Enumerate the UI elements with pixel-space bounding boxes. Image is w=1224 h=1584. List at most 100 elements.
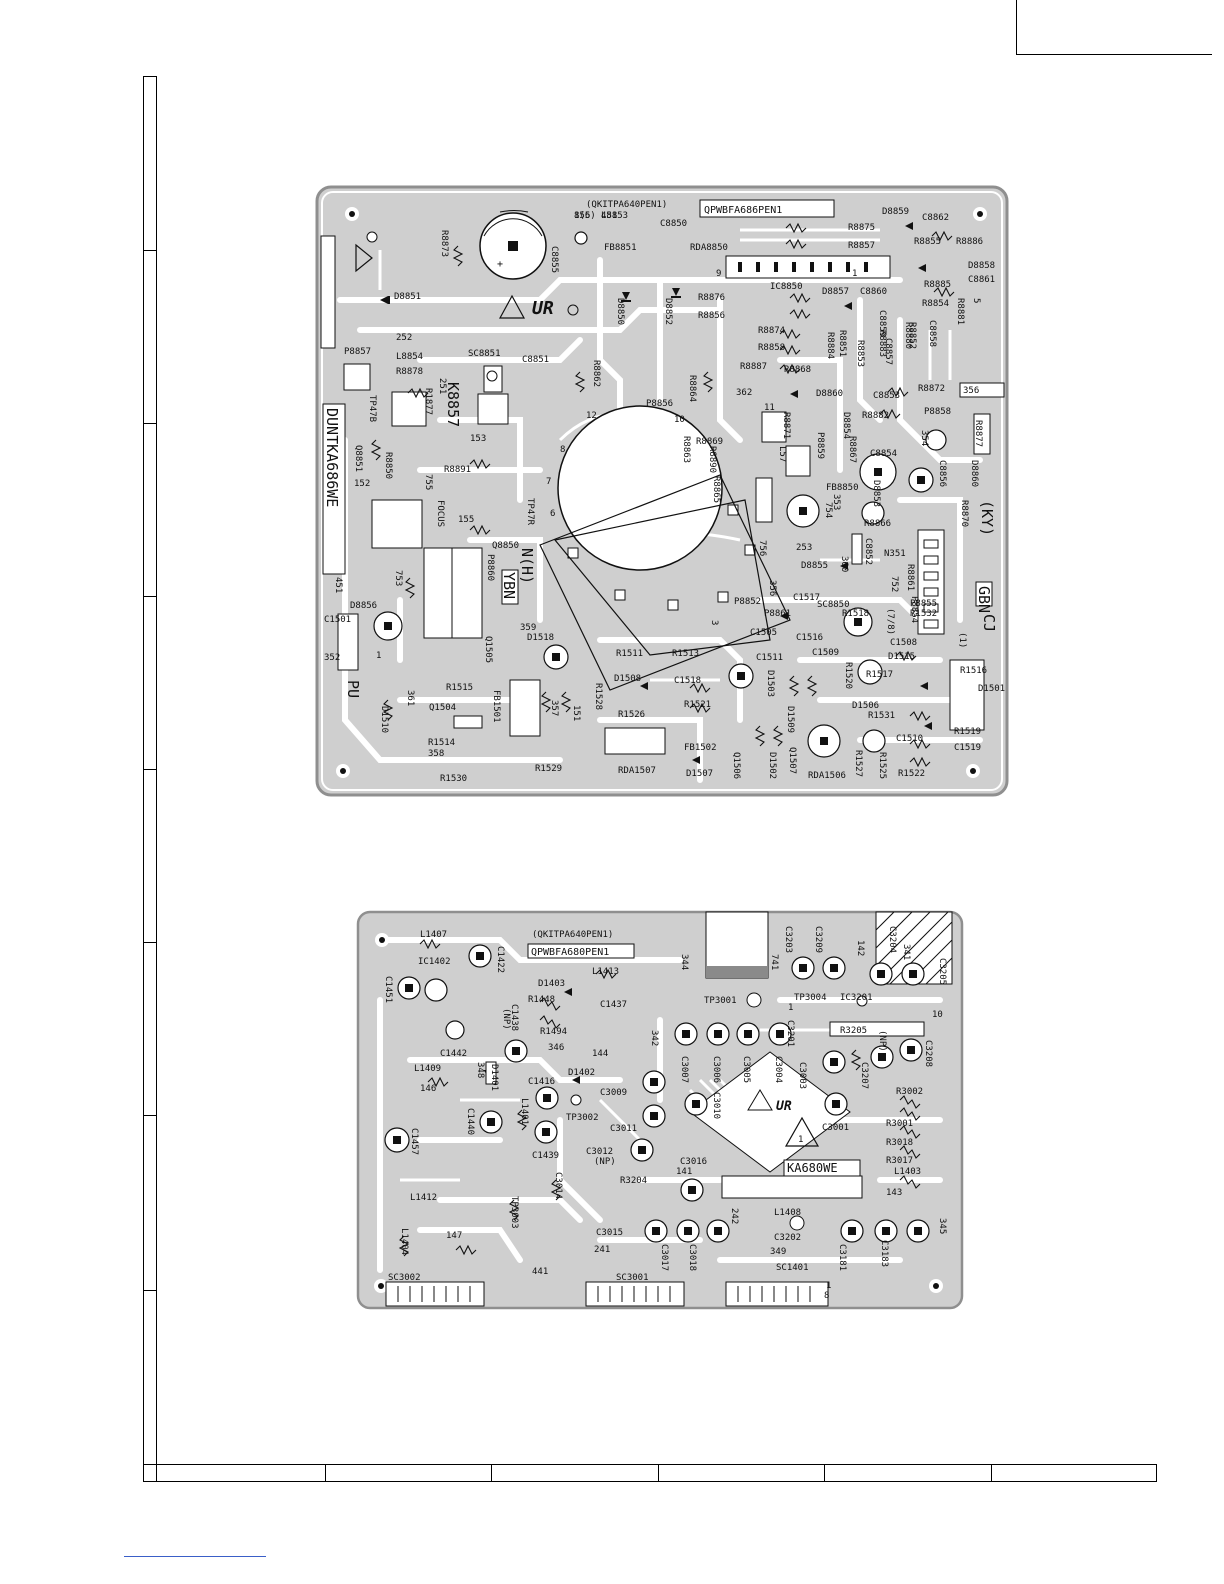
component-designator: 8 [560,445,565,455]
board-1-socket-shield [539,474,791,691]
footer-link-underline[interactable] [124,1556,266,1557]
component-designator: 1 [788,1003,793,1013]
component-designator: C1508 [890,638,917,648]
component-designator: C3203 [783,926,793,953]
board-1-mounting-holes [336,207,987,778]
component-designator: 156 [574,211,590,221]
component-designator: TP3004 [794,993,827,1003]
component-designator: C8854 [870,449,897,459]
component-designator: R8852 [907,322,917,349]
component-designator: (NP) [877,1030,887,1052]
component-designator: 441 [532,1267,548,1277]
component-designator: Q1504 [429,703,456,713]
component-designator: C3003 [797,1062,807,1089]
component-designator: R3002 [896,1087,923,1097]
component-designator: (NP) [501,1008,511,1030]
component-designator: 741 [769,954,779,970]
component-designator: 360 [839,556,849,572]
board-2-pwb-code-box [527,943,635,959]
component-designator: R8890 [707,446,717,473]
component-designator: L8854 [396,352,423,362]
component-designator: 451 [601,211,617,221]
component-designator: C3016 [680,1157,707,1167]
component-designator: 1 [826,1281,831,1291]
component-designator: 144 [592,1049,608,1059]
board-1-silkscreen: (QKITPA640PEN1) QPWBFA686PEN1 DUNTKA686W… [323,200,998,698]
board-1-components [373,231,947,758]
component-designator: 357 [549,700,559,716]
component-designator: C1501 [324,615,351,625]
component-designator: 242 [729,1208,739,1224]
component-designator: L57 [777,446,787,462]
board-1-region-nh: N(H) [518,548,536,584]
component-designator: C1518 [674,676,701,686]
component-designator: 241 [594,1245,610,1255]
component-designator: R1515 [446,683,473,693]
component-designator: D8852 [663,298,673,325]
component-designator: D1403 [538,979,565,989]
component-designator: P8858 [924,407,951,417]
svg-text:+: + [497,259,503,270]
component-designator: P8859 [815,432,825,459]
component-designator: C1437 [600,1000,627,1010]
component-designator: C3204 [887,926,897,953]
board-1-pu-label: PU [344,680,362,698]
component-designator: C3201 [785,1020,795,1047]
component-designator: D8851 [394,292,421,302]
component-designator: RDA8850 [690,243,728,253]
board-1-focus-label: FOCUS [435,500,445,527]
component-designator: R1526 [618,710,645,720]
component-designator: 353 [831,494,841,510]
component-designator: R8886 [956,237,983,247]
component-designator: R1494 [540,1027,567,1037]
component-designator: R8861 [905,564,915,591]
component-designator: 361 [405,690,415,706]
component-designator: R3018 [886,1138,913,1148]
board-1-pads [384,468,925,745]
component-designator: D8854 [841,412,851,439]
component-designator: R8855 [914,237,941,247]
component-designator: 756 [757,540,767,556]
component-designator: R8868 [784,365,811,375]
component-designator: C3010 [711,1092,721,1119]
component-designator: R1517 [866,670,893,680]
component-designator: C8857 [883,338,893,365]
component-designator: D8855 [801,561,828,571]
component-designator: L1409 [414,1064,441,1074]
component-designator: R1527 [853,750,863,777]
component-designator: 9 [716,269,721,279]
component-designator: C1439 [532,1151,559,1161]
component-designator: R3205 [840,1026,867,1036]
svg-text:1: 1 [798,1135,803,1145]
component-designator: (NP) [594,1157,616,1167]
board-2-silkscreen: (QKITPA640PEN1) QPWBFA680PEN1 KA680WE [531,930,838,1175]
component-designator: 754 [823,502,833,518]
component-designator: L8853 [601,211,628,221]
component-designator: (1) [957,632,967,648]
component-designator: D8860 [816,389,843,399]
component-designator: SC8850 [817,600,850,610]
component-designator: 755 [423,474,433,490]
component-designator: R8870 [959,500,969,527]
component-designator: R1877 [423,388,433,415]
component-designator: TP3003 [509,1196,519,1229]
board-2-main-ic: 1 UR [689,1021,925,1199]
component-designator: R8874 [758,326,785,336]
component-designator: C1510 [896,734,923,744]
component-designator: 346 [548,1043,564,1053]
component-designator: C1438 [509,1004,519,1031]
board-2-model-label: KA680WE [787,1161,838,1175]
component-designator: R1513 [672,649,699,659]
component-designator: C3004 [773,1056,783,1083]
component-designator: 349 [770,1247,786,1257]
component-designator: R8887 [740,362,767,372]
component-designator: R8854 [922,299,949,309]
component-designator: TP47R [525,498,535,526]
sheet-grid-tick [143,1290,157,1291]
component-designator: IC1402 [418,957,451,967]
component-designator: D1402 [568,1068,595,1078]
component-designator: Q1505 [483,636,493,663]
component-designator: D1506 [852,701,879,711]
